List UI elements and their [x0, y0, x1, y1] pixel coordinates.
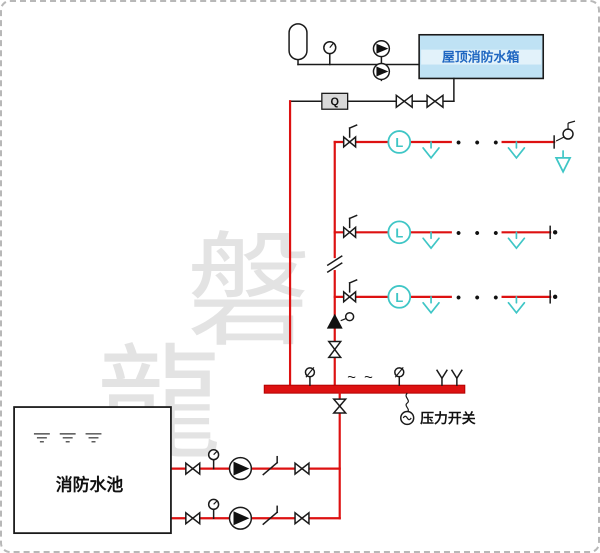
pump-icon: [228, 456, 253, 481]
check-valve-icon: [262, 455, 279, 476]
valve-icon: [332, 398, 348, 414]
valve-icon: [294, 461, 310, 476]
signal-valve-icon: [342, 214, 358, 239]
pump-icon: [228, 506, 253, 530]
sprinkler-icon: [422, 141, 440, 160]
auto-vent-icon: [394, 366, 405, 386]
pipe-break-icon: [326, 255, 343, 274]
pressure-gauge-icon: [207, 498, 220, 519]
flow-indicator-label: L: [395, 135, 403, 150]
alarm-valve-icon: [326, 311, 355, 329]
more-sprinklers-ellipsis: • • •: [456, 224, 503, 240]
flow-meter: Q: [321, 92, 349, 110]
valve-icon: [185, 511, 201, 526]
fire-pool-label: 消防水池: [56, 474, 124, 494]
flow-indicator: L: [387, 285, 412, 309]
auto-vent-icon: [304, 366, 316, 386]
valve-icon: [395, 93, 413, 109]
flow-indicator: L: [387, 220, 412, 245]
pump-line-1: [169, 448, 341, 481]
flex-joint-icon: ~: [347, 370, 356, 386]
sprinkler-icon: [422, 231, 440, 250]
test-valve-icon: [435, 369, 448, 386]
pipe-end-cap: [549, 290, 558, 304]
more-sprinklers-ellipsis: • • •: [456, 289, 503, 305]
flow-indicator-label: L: [395, 225, 403, 240]
water-level-icon: [33, 433, 102, 443]
supply-header: ~ ~: [263, 366, 466, 394]
sprinkler-icon: [507, 141, 526, 160]
pipe-end-cap: [549, 225, 558, 240]
flow-indicator-label: L: [395, 290, 403, 305]
roof-tank-label: 屋顶消防水箱: [442, 50, 519, 65]
pressure-gauge-icon: [207, 448, 220, 470]
floor-branch-1: • • • L: [333, 120, 576, 174]
pump-line-2: [169, 498, 341, 530]
roof-tank: 屋顶消防水箱: [418, 33, 545, 80]
test-drain-assembly: [553, 120, 576, 174]
sprinkler-icon: [422, 296, 440, 315]
stabilizer-pumps-icon: [372, 39, 391, 82]
valve-icon: [327, 340, 343, 359]
valve-icon: [185, 461, 201, 476]
valve-icon: [294, 511, 310, 526]
roof-tank-assembly: 屋顶消防水箱 Q: [288, 23, 545, 110]
sprinkler-icon: [507, 296, 526, 315]
check-valve-icon: [262, 505, 279, 526]
signal-valve-icon: [342, 278, 358, 304]
valve-icon: [426, 93, 444, 109]
pressure-switch: 压力开关: [400, 392, 476, 426]
more-sprinklers-ellipsis: • • •: [456, 134, 503, 150]
pressure-gauge-icon: [323, 40, 337, 66]
floor-branch-2: • • • L: [333, 214, 558, 250]
flex-joint-icon: ~: [364, 370, 373, 386]
fire-pool: 消防水池: [13, 406, 172, 535]
sprinkler-icon: [507, 231, 526, 250]
pressure-switch-label: 压力开关: [420, 410, 476, 426]
flow-indicator: L: [387, 130, 412, 154]
expansion-tank-icon: [288, 23, 308, 66]
signal-valve-icon: [342, 124, 358, 149]
floor-branch-3: • • • L: [333, 278, 558, 315]
test-valve-icon: [450, 369, 463, 386]
flow-meter-label: Q: [331, 96, 340, 108]
